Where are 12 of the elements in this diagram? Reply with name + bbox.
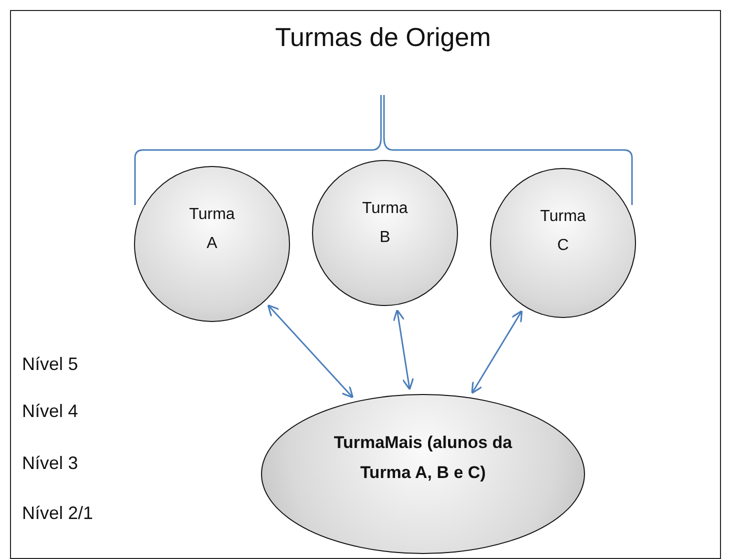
node-label: Turma A [188, 205, 236, 254]
double-arrow [392, 309, 414, 390]
title: Turmas de Origem [274, 22, 492, 53]
node-label: Turma C [539, 207, 587, 256]
level-label: Nível 2/1 [22, 503, 94, 524]
double-arrow [471, 310, 523, 394]
level-label: Nível 5 [22, 354, 78, 375]
node-label: TurmaMais (alunos da Turma A, B e C) [332, 432, 514, 484]
level-label: Nível 3 [22, 453, 78, 474]
level-label: Nível 4 [22, 401, 78, 422]
double-arrow [267, 304, 354, 398]
node-label: Turma B [361, 199, 409, 248]
